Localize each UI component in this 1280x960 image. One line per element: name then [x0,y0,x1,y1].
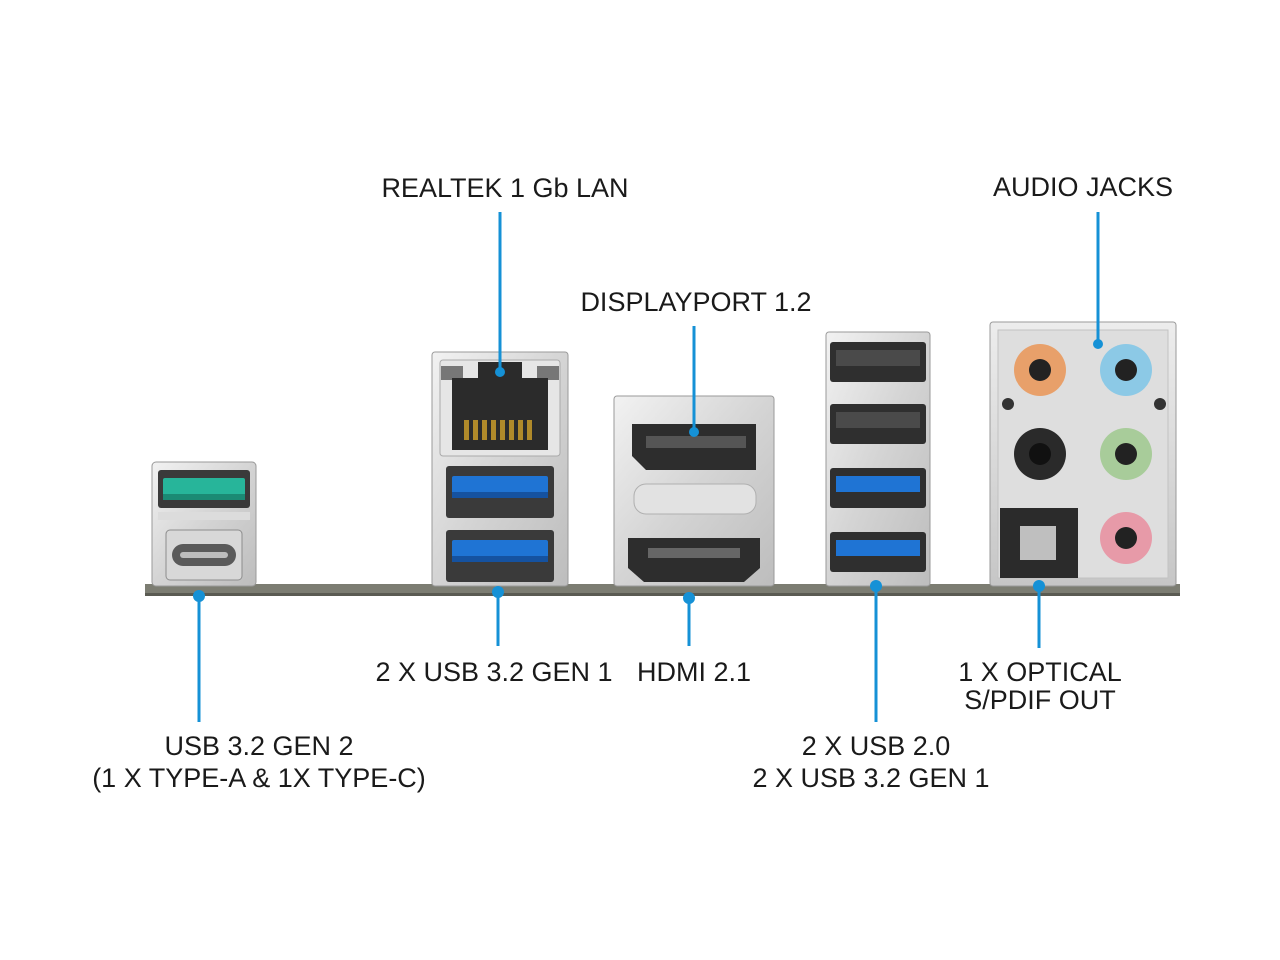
label-optical-line2: S/PDIF OUT [964,685,1116,715]
usb-a-port-icon [446,530,554,582]
label-usb-mix-line2: 2 X USB 3.2 GEN 1 [752,763,989,793]
usb-gen2-stack [151,461,257,587]
audio-jack-icon [1014,428,1066,480]
label-hdmi: HDMI 2.1 [637,657,751,687]
label-lan: REALTEK 1 Gb LAN [381,173,628,203]
display-stack [613,395,775,587]
leader-lan [495,212,505,377]
usb-c-port-icon [165,529,243,581]
motherboard-edge [145,584,1180,595]
audio-jack-icon [1100,428,1152,480]
rj45-lan-port-icon [439,359,561,457]
lan-usb-stack [431,351,569,587]
usb-a-port-icon [830,532,926,572]
hdmi-port-icon [628,538,760,582]
usb-a-port-icon [830,342,926,382]
usb-quad-stack [825,331,931,587]
label-usb-gen2-line2: (1 X TYPE-A & 1X TYPE-C) [92,763,426,793]
label-optical-line1: 1 X OPTICAL [958,657,1122,687]
audio-jack-icon [1100,512,1152,564]
audio-stack [989,321,1177,587]
audio-jack-icon [1100,344,1152,396]
leader-usb-gen2 [193,590,205,722]
label-usb-mix-line1: 2 X USB 2.0 [802,731,951,761]
leader-hdmi [683,592,695,646]
leader-usb-mix [870,580,882,722]
leader-optical [1033,580,1045,648]
displayport-icon [632,424,756,470]
audio-jack-icon [1014,344,1066,396]
usb-a-port-icon [446,466,554,518]
optical-spdif-icon [1000,508,1078,578]
label-usb-gen2-line1: USB 3.2 GEN 2 [164,731,353,761]
usb-a-port-icon [830,468,926,508]
usb-a-port-icon [830,404,926,444]
motherboard-edge-shadow [145,593,1180,596]
usb-a-port-icon [158,470,250,508]
leader-usb-gen1 [492,586,504,646]
label-audio: AUDIO JACKS [993,172,1173,202]
leader-displayport [689,326,699,437]
label-usb-gen1: 2 X USB 3.2 GEN 1 [375,657,612,687]
label-displayport: DISPLAYPORT 1.2 [580,287,811,317]
leader-audio [1093,212,1103,349]
